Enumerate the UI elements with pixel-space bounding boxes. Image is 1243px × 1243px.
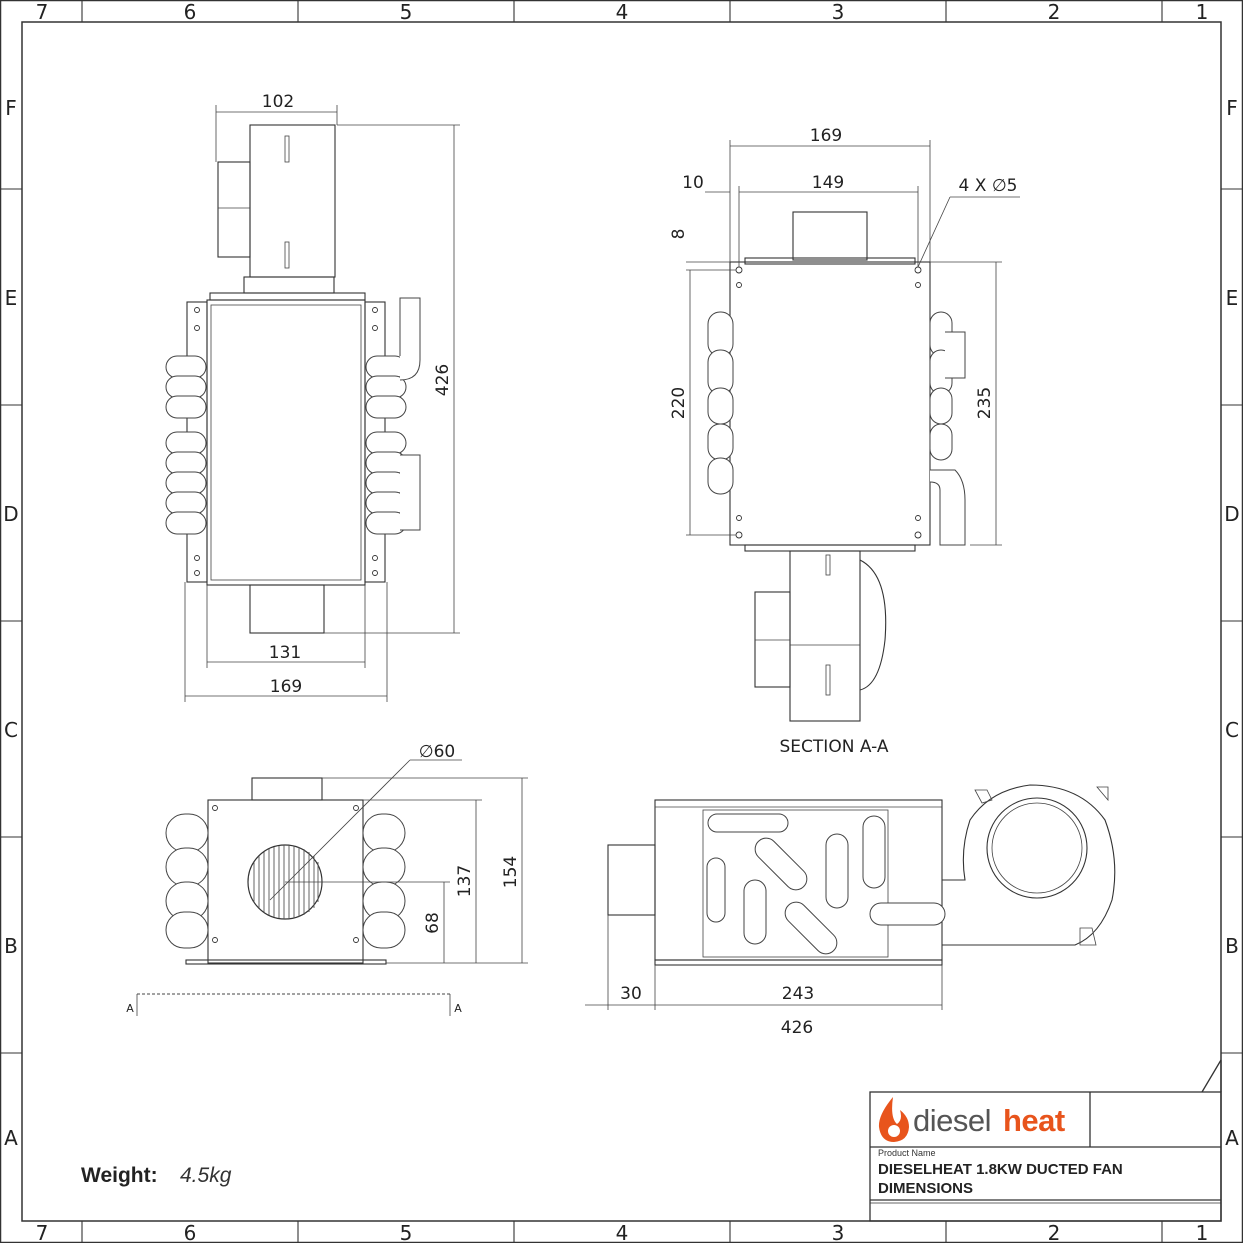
- section-view: [686, 140, 1020, 722]
- dim-overall-height: 154: [501, 856, 521, 888]
- side-view: [585, 784, 1116, 1010]
- weight-value: 4.5kg: [180, 1164, 232, 1187]
- dim-overall-width: 169: [270, 677, 302, 697]
- col-label-top: 2: [1048, 0, 1061, 24]
- row-label-right: D: [1224, 502, 1239, 526]
- row-label-left: C: [4, 718, 18, 742]
- dim-section-width: 169: [810, 126, 842, 146]
- outlet-duct: [249, 584, 325, 634]
- dim-height: 426: [433, 364, 453, 396]
- dim-inlet: 30: [620, 984, 642, 1004]
- end-view: [136, 759, 528, 1016]
- row-label-left: A: [4, 1126, 18, 1150]
- fan-motor: [217, 161, 251, 258]
- dim-hole-note: 4 X ∅5: [959, 176, 1018, 196]
- brand-name-diesel: diesel: [913, 1103, 992, 1138]
- dim-hole-height: 220: [669, 387, 689, 419]
- inlet-stub: [607, 844, 656, 916]
- col-label-bottom: 1: [1196, 1221, 1209, 1243]
- brand-name-heat: heat: [1003, 1103, 1065, 1138]
- dim-body-width: 131: [269, 643, 301, 663]
- col-label-top: 1: [1196, 0, 1209, 24]
- row-label-right: B: [1225, 934, 1239, 958]
- col-label-bottom: 3: [832, 1221, 845, 1243]
- section-marker-left: A: [126, 1002, 134, 1015]
- section-fan-housing: [789, 550, 861, 722]
- row-label-right: A: [1225, 1126, 1239, 1150]
- end-body: [207, 799, 364, 964]
- col-label-top: 3: [832, 0, 845, 24]
- row-label-right: C: [1225, 718, 1239, 742]
- row-label-left: D: [3, 502, 18, 526]
- flame-logo-icon: [878, 1097, 909, 1142]
- front-view: [165, 105, 460, 702]
- dim-overall-length: 426: [781, 1018, 813, 1038]
- weight-label: Weight:: [81, 1164, 158, 1187]
- product-name-label: Product Name: [878, 1148, 936, 1158]
- fan-housing: [249, 124, 336, 278]
- row-label-right: F: [1226, 96, 1238, 120]
- dim-center-height: 68: [423, 912, 443, 934]
- product-title: DIESELHEAT 1.8KW DUCTED FAN DIMENSIONS: [878, 1161, 1123, 1197]
- row-label-left: B: [4, 934, 18, 958]
- dim-body-height: 137: [455, 865, 475, 897]
- col-label-top: 5: [400, 0, 413, 24]
- title-block: [869, 1059, 1222, 1222]
- row-label-left: F: [5, 96, 17, 120]
- row-label-left: E: [5, 286, 18, 310]
- col-label-bottom: 6: [184, 1221, 197, 1243]
- dim-top-width: 102: [262, 92, 294, 112]
- blower-housing: [942, 784, 1116, 946]
- dim-hole-spacing: 149: [812, 173, 844, 193]
- col-label-bottom: 7: [36, 1221, 49, 1243]
- dim-top-offset: 8: [669, 229, 689, 240]
- dim-section-height: 235: [975, 387, 995, 419]
- section-label: SECTION A-A: [780, 737, 889, 757]
- dim-diameter: ∅60: [419, 742, 455, 762]
- section-marker-right: A: [454, 1002, 462, 1015]
- col-label-top: 7: [36, 0, 49, 24]
- dim-body-length: 243: [782, 984, 814, 1004]
- col-label-bottom: 4: [616, 1221, 629, 1243]
- col-label-top: 6: [184, 0, 197, 24]
- inlet-duct: [792, 211, 868, 261]
- col-label-top: 4: [616, 0, 629, 24]
- heater-body: [206, 299, 366, 586]
- row-label-right: E: [1226, 286, 1239, 310]
- dim-offset: 10: [682, 173, 704, 193]
- section-body: [729, 261, 931, 546]
- inner-frame: [21, 21, 1222, 1222]
- col-label-bottom: 2: [1048, 1221, 1061, 1243]
- col-label-bottom: 5: [400, 1221, 413, 1243]
